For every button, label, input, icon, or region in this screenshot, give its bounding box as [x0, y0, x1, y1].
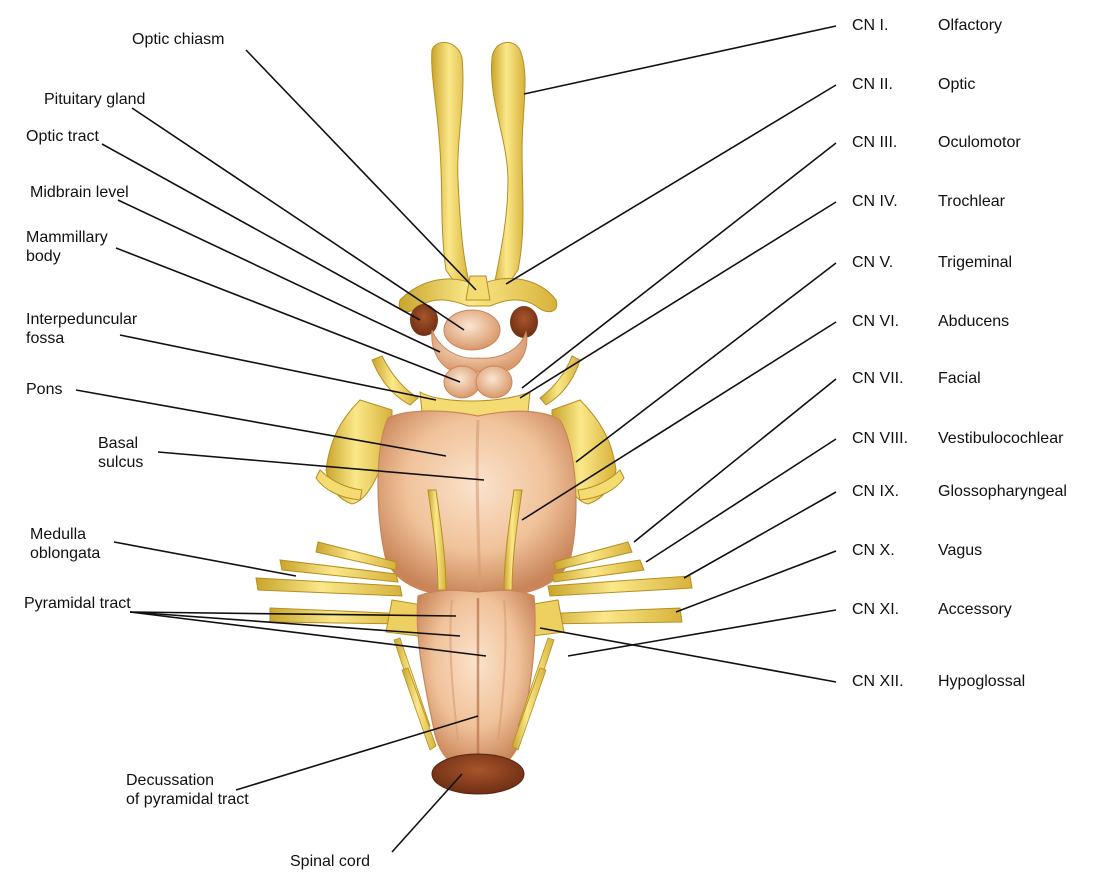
left-cut-surface [410, 304, 438, 336]
cn-name-8: Vestibulocochlear [938, 430, 1064, 447]
label-pyramidal-tract: Pyramidal tract [24, 595, 131, 612]
spinal-cord-cut [431, 753, 525, 795]
mammillary-right [475, 365, 513, 399]
right-cut-surface [510, 306, 538, 338]
cn-name-7: Facial [938, 370, 981, 387]
cn-name-5: Trigeminal [938, 254, 1013, 271]
label-pituitary-gland: Pituitary gland [44, 91, 146, 108]
cn-number-5: CN V. [852, 254, 894, 271]
label-optic-tract: Optic tract [26, 128, 99, 145]
label-basal-sulcus: Basal sulcus [98, 435, 144, 471]
optic-structures [398, 275, 558, 313]
pituitary-gland-shape [443, 309, 501, 351]
label-mammillary-body: Mammillary body [26, 229, 108, 265]
olfactory-tracts [431, 42, 526, 291]
spinal-roots [393, 637, 555, 751]
cn-number-8: CN VIII. [852, 430, 909, 447]
cn-name-9: Glossopharyngeal [938, 483, 1067, 500]
label-spinal-cord: Spinal cord [290, 853, 371, 870]
midbrain-shape [431, 329, 528, 373]
label-decussation: Decussation of pyramidal tract [126, 772, 249, 808]
cn-name-3: Oculomotor [938, 134, 1021, 151]
cn-number-1: CN I. [852, 17, 889, 34]
cn-name-12: Hypoglossal [938, 673, 1026, 690]
cn-number-12: CN XII. [852, 673, 904, 690]
cn-number-9: CN IX. [852, 483, 900, 500]
cn-number-6: CN VI. [852, 313, 900, 330]
cn-name-6: Abducens [938, 313, 1010, 330]
mammillary-left [443, 365, 481, 399]
cn-name-10: Vagus [938, 542, 983, 559]
label-medulla-oblongata: Medulla oblongata [30, 526, 101, 562]
leader-lines [75, 25, 837, 853]
cn-number-11: CN XI. [852, 601, 900, 618]
cn-name-2: Optic [938, 76, 976, 93]
cn-name-1: Olfactory [938, 17, 1003, 34]
label-interpeduncular-fossa: Interpeduncular fossa [26, 311, 138, 347]
cn-name-11: Accessory [938, 601, 1012, 618]
cn-number-4: CN IV. [852, 193, 898, 210]
label-pons: Pons [26, 381, 63, 398]
cn-number-10: CN X. [852, 542, 895, 559]
cn-number-3: CN III. [852, 134, 898, 151]
cn-name-4: Trochlear [938, 193, 1005, 210]
cn-number-7: CN VII. [852, 370, 904, 387]
label-midbrain-level: Midbrain level [30, 184, 129, 201]
label-optic-chiasm: Optic chiasm [132, 31, 225, 48]
cn-number-2: CN II. [852, 76, 893, 93]
